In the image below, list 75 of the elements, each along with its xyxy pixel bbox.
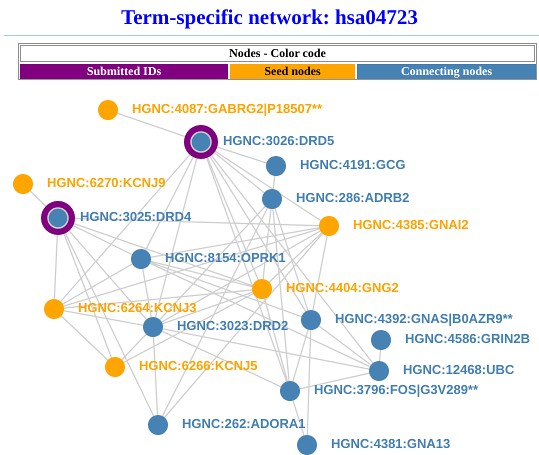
node-label: HGNC:6266:KCNJ5 (139, 358, 258, 374)
node-label: HGNC:286:ADRB2 (296, 190, 410, 206)
network-edge (262, 208, 272, 280)
network-edge (306, 330, 312, 436)
network-edge (206, 158, 288, 382)
network-edge (72, 224, 132, 256)
network-edge (217, 146, 267, 164)
network-edge (154, 158, 198, 318)
network-edge (379, 350, 381, 362)
network-edge (162, 330, 282, 388)
node-label: HGNC:262:ADORA1 (182, 416, 306, 432)
network-edge (64, 310, 144, 326)
legend-swatch: Connecting nodes (357, 64, 536, 79)
network-edge (30, 190, 46, 207)
network-edge (68, 230, 147, 320)
node-label: HGNC:4381:GNA13 (331, 436, 450, 452)
network-edge (150, 260, 252, 288)
network-edge (117, 112, 186, 138)
network-edge (274, 208, 309, 311)
node-label: HGNC:3026:DRD5 (223, 133, 334, 149)
network-edge (268, 232, 322, 283)
node-label: HGNC:4404:GNG2 (286, 280, 399, 296)
network-edge (162, 208, 268, 416)
network-edge (63, 228, 320, 307)
network-edge (209, 156, 306, 312)
node-label: HGNC:4087:GABRG2|P18507** (132, 101, 322, 117)
node-label: HGNC:3796:FOS|G3V289** (314, 382, 478, 398)
network-edge (272, 208, 290, 382)
legend-swatch: Submitted IDs (20, 64, 228, 79)
node-label: HGNC:4385:GNAI2 (353, 217, 469, 233)
network-edge (292, 400, 305, 436)
network-edge (162, 328, 370, 370)
legend-swatch: Seed nodes (230, 64, 355, 79)
network-edge (64, 233, 154, 416)
network-edge (74, 218, 320, 226)
network-edge (150, 262, 370, 368)
network-edge (264, 298, 288, 382)
network-edge (62, 263, 133, 305)
network-edge (159, 206, 266, 320)
network-edge (54, 234, 58, 300)
legend-heading: Nodes - Color code (20, 45, 535, 62)
network-edge (63, 234, 112, 358)
network-edge (161, 230, 321, 323)
network-edge (210, 155, 374, 364)
network-edge (64, 289, 252, 309)
title: Term-specific network: hsa04723 (120, 5, 419, 30)
network-edge (150, 262, 302, 318)
network-edge (312, 236, 328, 310)
node-label: HGNC:12468:UBC (403, 362, 514, 378)
network-edge (60, 315, 108, 361)
node-label: HGNC:3023:DRD2 (177, 318, 288, 334)
network-edge (124, 293, 254, 363)
network-edge (272, 176, 276, 190)
node-label: HGNC:3025:DRD4 (80, 209, 192, 225)
network-edge (150, 227, 320, 258)
network-edge (206, 157, 259, 280)
node-label: HGNC:4392:GNAS|B0AZR9** (335, 311, 513, 327)
network-edge (318, 325, 372, 366)
network-edge (164, 233, 323, 418)
network-edge (214, 152, 265, 194)
node-label: HGNC:4586:GRIN2B (405, 331, 530, 347)
network-edge (74, 222, 253, 286)
network-edge (162, 292, 253, 324)
network-edge (214, 150, 321, 222)
node-label: HGNC:6264:KCNJ3 (78, 300, 196, 316)
node-label: HGNC:8154:OPRK1 (165, 250, 286, 266)
node-label: HGNC:6270:KCNJ9 (47, 175, 166, 191)
node-label: HGNC:4191:GCG (300, 157, 406, 173)
network-edge (144, 156, 194, 250)
network-edge (142, 268, 152, 318)
network-edge (300, 372, 370, 390)
network-edge (60, 154, 190, 302)
network-edge (121, 334, 147, 360)
network-edge (152, 336, 158, 416)
network-edge (292, 329, 309, 382)
